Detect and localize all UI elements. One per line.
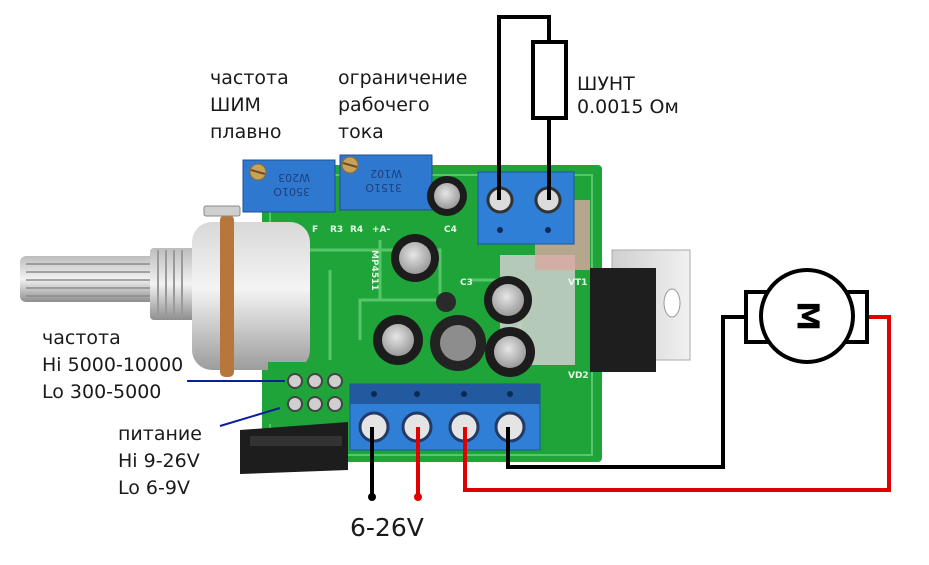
silk-chip: MP4511 bbox=[369, 250, 379, 291]
speed-potentiometer[interactable] bbox=[20, 205, 310, 377]
pointer-power-jumper bbox=[219, 407, 281, 427]
label-line: частота bbox=[210, 67, 289, 89]
shunt-circuit bbox=[497, 15, 568, 200]
motor-wire-red bbox=[463, 315, 891, 492]
label-power-jumper: питание Hi 9-26V Lo 6-9V bbox=[118, 423, 202, 499]
silk-a: +A- bbox=[372, 225, 391, 235]
motor-wire-black bbox=[506, 315, 748, 469]
label-line: Lo 300-5000 bbox=[42, 381, 161, 403]
label-line: Hi 9-26V bbox=[118, 450, 200, 472]
label-line: тока bbox=[338, 121, 384, 143]
label-line: Lo 6-9V bbox=[118, 477, 190, 499]
label-line: плавно bbox=[210, 121, 281, 143]
pot-bushing bbox=[150, 248, 195, 320]
wire-end-dot bbox=[368, 493, 376, 501]
pin-icon bbox=[287, 396, 303, 412]
jumper-power[interactable] bbox=[287, 396, 343, 412]
label-line: частота bbox=[42, 327, 121, 349]
trimmer-marking-2: 3501O bbox=[273, 185, 310, 198]
jumper-freq[interactable] bbox=[287, 373, 343, 389]
pot-ring bbox=[220, 215, 234, 377]
capacitors bbox=[373, 176, 535, 377]
label-line: ШУНТ bbox=[577, 73, 635, 95]
silk-vd2: VD2 bbox=[568, 371, 589, 381]
silk-r3: R3 bbox=[330, 225, 343, 235]
pot-body bbox=[192, 222, 310, 370]
supply-wires bbox=[368, 427, 422, 501]
pin-icon bbox=[307, 396, 323, 412]
shunt-resistor-icon bbox=[531, 40, 568, 120]
connector-housing bbox=[240, 422, 348, 474]
power-transistor bbox=[590, 249, 691, 372]
silk-f: F bbox=[312, 225, 318, 235]
label-frequency-jumper: частота Hi 5000-10000 Lo 300-5000 bbox=[42, 327, 183, 403]
label-line: Hi 5000-10000 bbox=[42, 354, 183, 376]
trimmer-marking-2: 3151O bbox=[365, 181, 402, 194]
label-line: ограничение bbox=[338, 67, 467, 89]
motor-wires bbox=[463, 315, 891, 492]
label-line: ШИМ bbox=[210, 94, 261, 116]
trimmer-marking-1: W102 bbox=[370, 167, 402, 180]
shunt-wire-left bbox=[497, 15, 551, 200]
trimmer-pwm-frequency[interactable]: W203 3501O bbox=[242, 159, 336, 213]
label-supply-voltage: 6-26V bbox=[350, 513, 424, 542]
component bbox=[436, 292, 456, 312]
motor-icon: M bbox=[744, 268, 869, 364]
label-pwm-frequency: частота ШИМ плавно bbox=[210, 67, 289, 143]
pin-icon bbox=[327, 396, 343, 412]
silk-c3: C3 bbox=[460, 278, 473, 288]
pin-icon bbox=[327, 373, 343, 389]
label-line: рабочего bbox=[338, 94, 430, 116]
pot-shaft[interactable] bbox=[20, 256, 155, 302]
transistor-body bbox=[590, 268, 656, 372]
silk-vt1: VT1 bbox=[568, 278, 587, 288]
shunt-terminal-block bbox=[477, 171, 575, 245]
label-line: питание bbox=[118, 423, 202, 445]
pin-icon bbox=[287, 373, 303, 389]
pointer-lines bbox=[187, 380, 285, 427]
trimmer-current-limit[interactable]: W102 3151O bbox=[339, 154, 433, 211]
label-shunt: ШУНТ 0.0015 Ом bbox=[577, 73, 679, 118]
pin-icon bbox=[307, 373, 323, 389]
silk-c4: C4 bbox=[444, 225, 457, 235]
main-terminal-block bbox=[349, 383, 541, 451]
motor-letter: M bbox=[790, 301, 825, 331]
jumper-headers bbox=[240, 362, 348, 474]
trimmer-marking-1: W203 bbox=[278, 171, 310, 184]
label-line: 0.0015 Ом bbox=[577, 96, 679, 118]
silk-r4: R4 bbox=[350, 225, 363, 235]
label-current-limit: ограничение рабочего тока bbox=[338, 67, 467, 143]
wire-end-dot bbox=[414, 493, 422, 501]
